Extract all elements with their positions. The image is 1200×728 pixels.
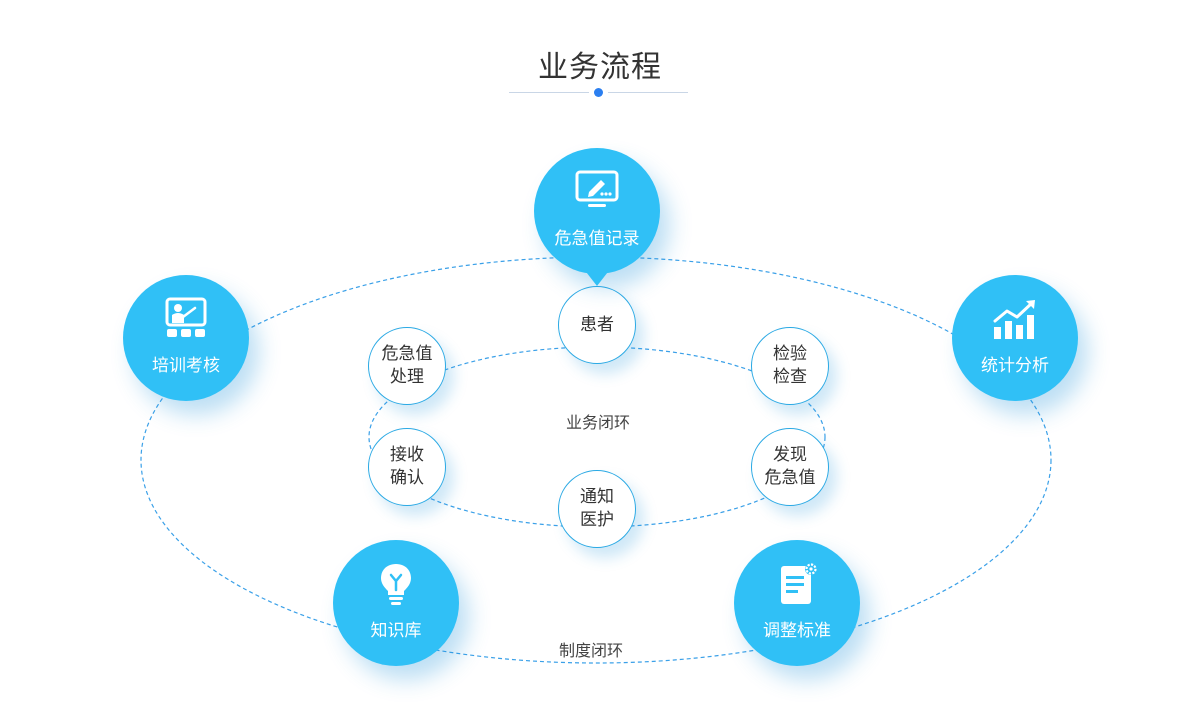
node-training-label: 培训考核 <box>152 356 220 376</box>
title-rule-right <box>608 92 688 93</box>
monitor-pen-icon <box>575 170 619 207</box>
node-receive-line1: 接收 <box>390 445 424 465</box>
node-patient: 患者 <box>558 286 636 364</box>
record-pointer <box>583 268 611 286</box>
node-receive-line2: 确认 <box>390 468 424 488</box>
node-inspect-line1: 检验 <box>773 344 807 364</box>
outer-ring <box>140 256 1052 664</box>
node-knowledge-label: 知识库 <box>370 621 422 641</box>
node-discover: 发现 危急值 <box>751 428 829 506</box>
node-inspect-line2: 检查 <box>773 367 807 387</box>
node-standard-label: 调整标准 <box>763 621 831 641</box>
node-inspect: 检验 检查 <box>751 327 829 405</box>
node-record-label: 危急值记录 <box>554 229 640 249</box>
title-rule-left <box>509 92 589 93</box>
node-notify-line1: 通知 <box>580 487 614 507</box>
bar-chart-up-icon <box>993 300 1035 339</box>
node-stats-label: 统计分析 <box>981 356 1049 376</box>
node-discover-line1: 发现 <box>773 445 807 465</box>
node-notify: 通知 医护 <box>558 470 636 548</box>
center-label: 业务闭环 <box>565 413 630 432</box>
node-handle-line2: 处理 <box>390 367 424 387</box>
presentation-board-icon <box>165 297 207 337</box>
node-stats: 统计分析 <box>952 275 1078 401</box>
document-gear-icon <box>781 563 817 604</box>
node-record: 危急值记录 <box>534 148 660 286</box>
lightbulb-icon <box>381 564 411 605</box>
node-training: 培训考核 <box>123 275 249 401</box>
title-dot <box>594 88 603 97</box>
node-receive: 接收 确认 <box>368 428 446 506</box>
node-notify-line2: 医护 <box>580 510 614 530</box>
node-patient-line1: 患者 <box>580 314 614 335</box>
node-knowledge: 知识库 <box>333 540 459 666</box>
outer-ring-label: 制度闭环 <box>558 641 623 660</box>
node-handle: 危急值 处理 <box>368 327 446 405</box>
node-handle-line1: 危急值 <box>381 344 433 364</box>
node-discover-line2: 危急值 <box>764 468 816 488</box>
page-title: 业务流程 <box>538 50 662 85</box>
node-standard: 调整标准 <box>734 540 860 666</box>
